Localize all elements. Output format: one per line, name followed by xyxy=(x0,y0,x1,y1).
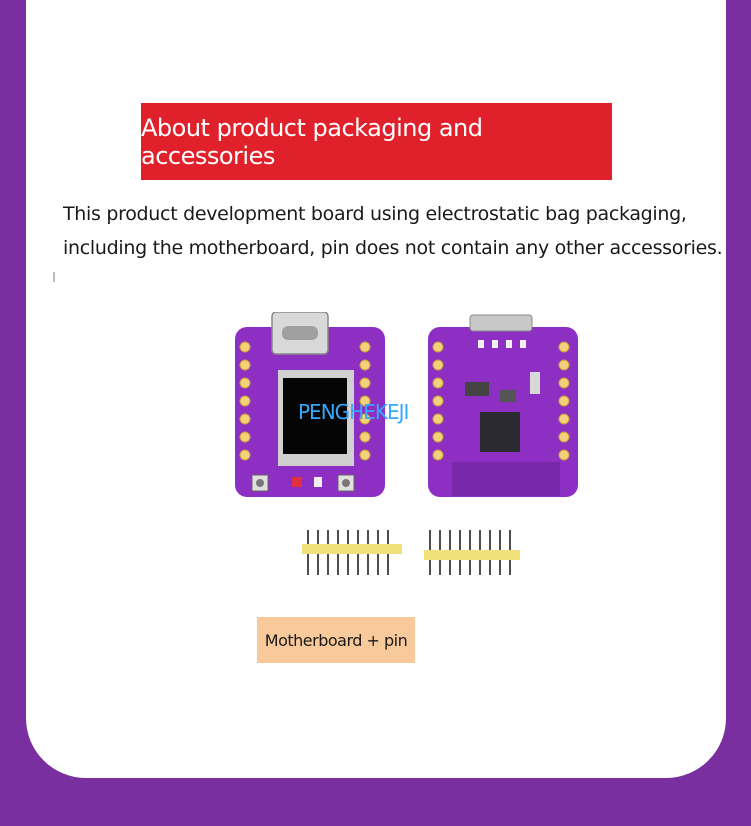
caption-box: Motherboard + pin xyxy=(257,617,415,663)
description: This product development board using ele… xyxy=(63,197,723,265)
stray-mark xyxy=(53,272,55,282)
board-front xyxy=(235,312,385,497)
pin-headers-image xyxy=(302,530,520,575)
caption: Motherboard + pin xyxy=(264,630,408,650)
board-back xyxy=(428,314,578,497)
description-line-2: including the motherboard, pin does not … xyxy=(63,237,723,259)
description-line-1: This product development board using ele… xyxy=(63,203,687,225)
section-heading: About product packaging and accessories xyxy=(141,113,483,170)
product-boards-image xyxy=(235,312,578,497)
section-heading-banner: About product packaging and accessories xyxy=(141,103,612,180)
watermark: PENGHEKEJI xyxy=(298,400,409,424)
